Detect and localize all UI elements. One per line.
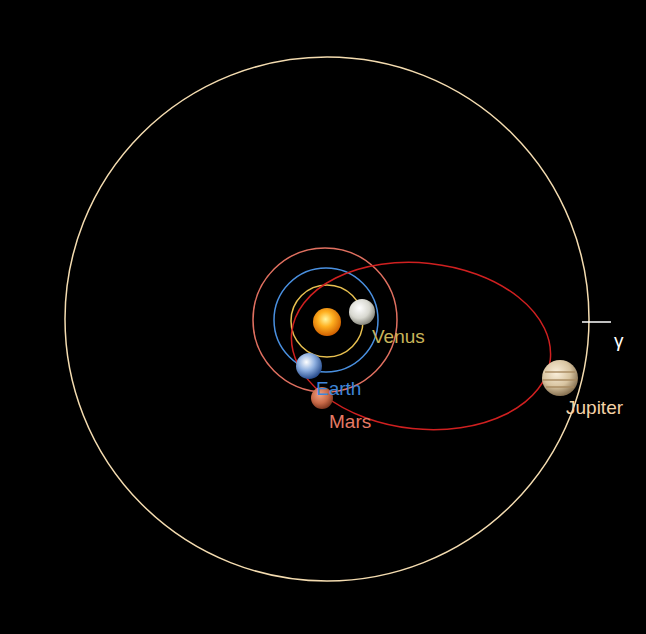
venus-planet	[349, 299, 375, 325]
jupiter-orbit	[65, 57, 589, 581]
earth-planet	[296, 353, 322, 379]
planet-name: Earth	[316, 379, 361, 398]
transfer-orbit	[283, 250, 559, 442]
sun	[313, 308, 341, 336]
equinox-mark	[582, 321, 611, 323]
jupiter-planet	[542, 360, 578, 396]
mars-orbit	[253, 248, 397, 392]
venus-orbit	[291, 285, 363, 357]
planet-name: Mars	[329, 412, 371, 431]
equinox-symbol: γ	[614, 331, 624, 350]
planet-name: Jupiter	[566, 398, 623, 417]
jupiter-bands	[543, 372, 577, 387]
planet-name: Venus	[372, 327, 425, 346]
